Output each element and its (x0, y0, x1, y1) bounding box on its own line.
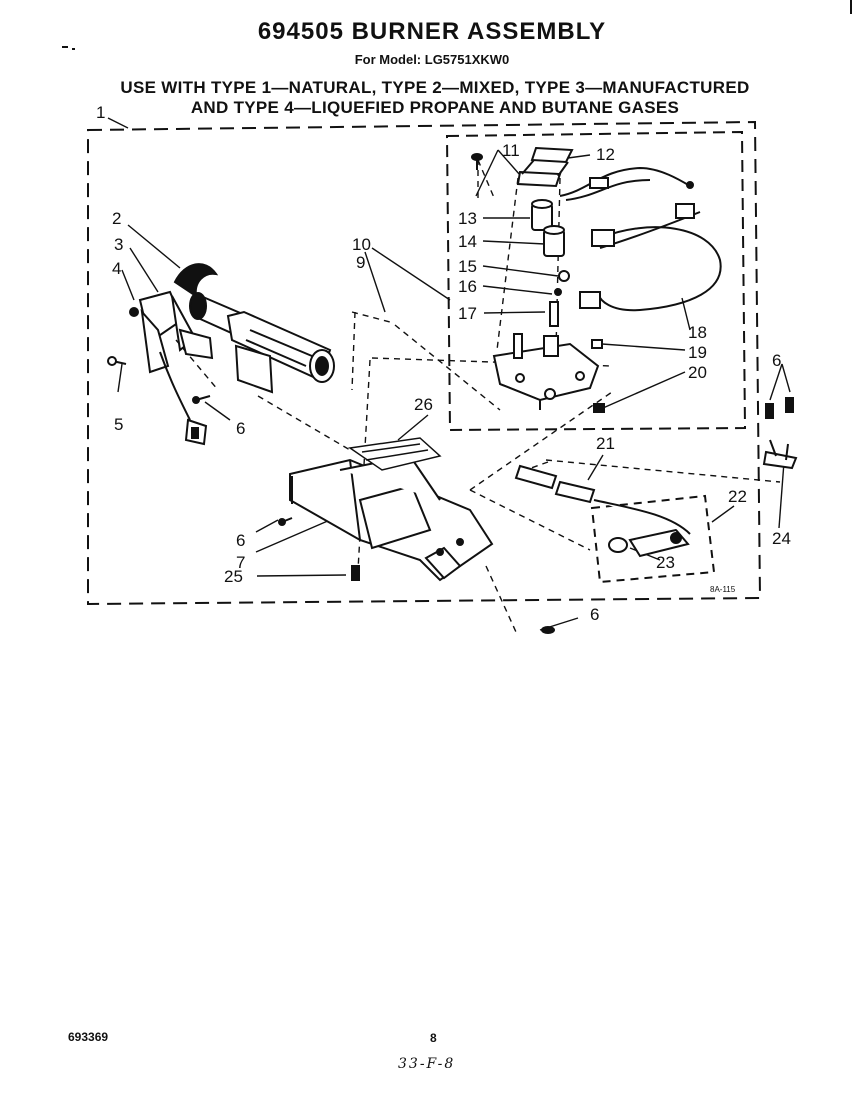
screw-6-left (192, 395, 211, 404)
mounting-bracket (289, 454, 494, 582)
callout-19: 19 (688, 343, 707, 362)
page-number: 8 (430, 1031, 437, 1045)
diagram-code: 8A-115 (710, 585, 736, 594)
callout-24: 24 (772, 529, 791, 548)
gas-type-line-2: AND TYPE 4—LIQUEFIED PROPANE AND BUTANE … (190, 98, 680, 117)
callout-26: 26 (414, 395, 433, 414)
callout-10: 10 (352, 235, 371, 254)
callout-16: 16 (458, 277, 477, 296)
callout-13: 13 (458, 209, 477, 228)
screw-6-bracket (278, 517, 293, 526)
igniter-clip (762, 397, 798, 470)
screw-6-bottom (541, 626, 555, 634)
air-shutter-plate (347, 437, 442, 471)
callout-21: 21 (596, 434, 615, 453)
callout-14: 14 (458, 232, 477, 251)
valve-fittings (591, 339, 605, 413)
callout-3: 3 (114, 235, 123, 254)
valve-small-parts (549, 270, 570, 327)
valve-coil-14 (543, 225, 565, 257)
callout-15: 15 (458, 257, 477, 276)
callout-25: 25 (224, 567, 243, 586)
burner-bracket (129, 290, 214, 421)
igniter-sleeves (514, 464, 596, 504)
igniter (593, 499, 691, 558)
valve-coil-13 (531, 199, 553, 231)
screw-25 (351, 565, 360, 581)
gas-valve (492, 333, 600, 410)
screw-5 (107, 356, 127, 366)
callout-22: 22 (728, 487, 747, 506)
callout-7: 7 (236, 553, 245, 572)
igniter-subassembly-outline (590, 494, 716, 584)
shield-plate (234, 344, 274, 394)
callout-11: 11 (502, 141, 520, 160)
callout-18: 18 (688, 323, 707, 342)
assembly-outline (87, 120, 762, 606)
coil-bracket (516, 146, 574, 188)
gas-type-line-1: USE WITH TYPE 1—NATURAL, TYPE 2—MIXED, T… (120, 78, 750, 97)
callout-12: 12 (596, 145, 615, 164)
callout-6a: 6 (236, 419, 245, 438)
callout-6c: 6 (772, 351, 781, 370)
callout-17: 17 (458, 304, 477, 323)
valve-subassembly-outline (445, 130, 747, 432)
scan-marks (62, 0, 852, 50)
model-label: For Model: LG5751XKW0 (354, 52, 510, 67)
screw-11 (471, 153, 483, 170)
document-number: 693369 (68, 1030, 109, 1044)
wire-harness (559, 166, 722, 312)
callout-1: 1 (96, 103, 105, 122)
burner-tube (173, 263, 335, 383)
page-title: 694505 BURNER ASSEMBLY (257, 18, 607, 45)
callout-2: 2 (112, 209, 121, 228)
callout-6d: 6 (590, 605, 599, 624)
callout-9: 9 (356, 253, 365, 272)
callout-4: 4 (112, 259, 121, 278)
igniter-connector (184, 418, 208, 446)
callout-23: 23 (656, 553, 675, 572)
callout-labels: 1 2 3 4 5 6 6 6 6 7 9 10 11 12 13 14 15 … (96, 103, 791, 624)
callout-20: 20 (688, 363, 707, 382)
handwritten-note: 33-F-8 (398, 1056, 456, 1072)
callout-5: 5 (114, 415, 123, 434)
callout-6b: 6 (236, 531, 245, 550)
